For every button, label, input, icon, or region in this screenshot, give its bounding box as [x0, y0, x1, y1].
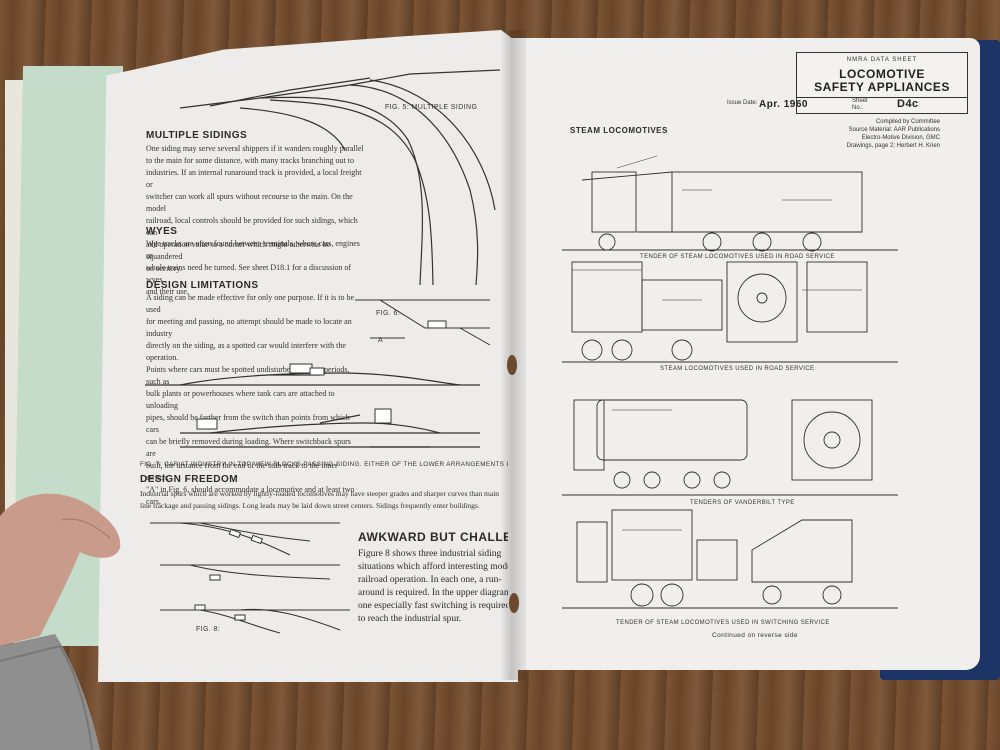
- binder-hole: [507, 355, 517, 375]
- fig5-caption: FIG. 5: MULTIPLE SIDING: [385, 104, 478, 111]
- sheet-number-label: Sheet No.:: [852, 98, 868, 111]
- caption-vanderbilt: TENDERS OF VANDERBILT TYPE: [690, 500, 795, 506]
- caption-tender-road: TENDER OF STEAM LOCOMOTIVES USED IN ROAD…: [640, 254, 835, 260]
- design-freedom-heading: DESIGN FREEDOM: [140, 474, 239, 485]
- fig6-caption: FIG. 6:: [376, 310, 401, 317]
- design-freedom-text: Industrial spurs which are worked by lig…: [140, 489, 500, 510]
- issue-date-label: Issue Date:: [727, 100, 758, 106]
- design-limitations-heading: DESIGN LIMITATIONS: [146, 280, 259, 291]
- continued-note: Continued on reverse side: [712, 632, 798, 639]
- design-limitations-text: A siding can be made effective for only …: [146, 293, 355, 506]
- sheet-title-line1: LOCOMOTIVE: [839, 67, 925, 81]
- left-page: [98, 30, 518, 682]
- right-page: [508, 38, 980, 670]
- fig6-switchback-diagram: [355, 299, 491, 346]
- data-sheet-title-block: NMRA DATA SHEET LOCOMOTIVE SAFETY APPLIA…: [727, 52, 968, 114]
- fig8-industrial-sidings-diagram: [150, 522, 350, 634]
- awkward-text: Figure 8 shows three industrial siding s…: [358, 549, 515, 624]
- locomotive-drawings: [562, 155, 898, 609]
- fig5-multiple-siding-diagram: [179, 69, 500, 286]
- hand-holding-book: [0, 493, 121, 750]
- caption-tender-switching: TENDER OF STEAM LOCOMOTIVES USED IN SWIT…: [616, 620, 830, 626]
- caption-loco-road: STEAM LOCOMOTIVES USED IN ROAD SERVICE: [660, 366, 815, 372]
- sheet-number-value: D4c: [897, 98, 919, 110]
- multiple-sidings-text: One siding may serve several shippers if…: [146, 144, 364, 273]
- fig8-caption: FIG. 8:: [196, 626, 221, 633]
- awkward-heading: AWKWARD BUT CHALLENGING: [358, 530, 554, 544]
- binder-hole: [509, 593, 519, 613]
- fig6-label-a: A: [378, 337, 384, 344]
- sheet-header: NMRA DATA SHEET: [846, 57, 918, 63]
- steam-locomotives-heading: STEAM LOCOMOTIVES: [570, 126, 668, 135]
- credits-block: Compiled by Committee Source Material: A…: [846, 119, 940, 149]
- fig7-industry-diagram: [145, 363, 480, 448]
- wyes-text: Wye tracks are often found between termi…: [146, 239, 360, 296]
- fig7-caption: FIG. 7: CAR AT INDUSTRY IN TOP VIEW BLOC…: [140, 461, 543, 468]
- sheet-title-line2: SAFETY APPLIANCES: [814, 80, 950, 94]
- multiple-sidings-heading: MULTIPLE SIDINGS: [146, 130, 248, 141]
- issue-date-value: Apr. 1960: [759, 99, 808, 110]
- wyes-heading: WYES: [146, 226, 178, 237]
